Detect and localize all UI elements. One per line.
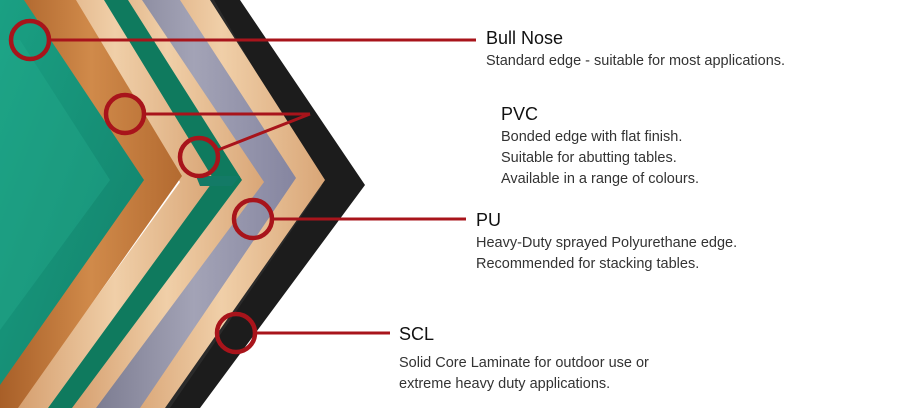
scl-description-line-1: Solid Core Laminate for outdoor use or	[399, 355, 649, 371]
pvc-leader-line-lower	[217, 112, 311, 152]
callout-lines	[50, 38, 476, 335]
scl-edge-marker-icon	[214, 311, 258, 355]
pvc-callout: PVC Bonded edge with flat finish. Suitab…	[501, 103, 699, 190]
pvc-description-line-2: Suitable for abutting tables.	[501, 150, 677, 166]
pu-description-line-1: Heavy-Duty sprayed Polyurethane edge.	[476, 235, 738, 251]
bull-nose-wood-layer	[0, 0, 182, 408]
bull-nose-title: Bull Nose	[486, 28, 564, 48]
green-laminate-top	[0, 0, 144, 385]
pvc-description-line-3: Available in a range of colours.	[501, 171, 700, 187]
pvc-title: PVC	[501, 104, 539, 124]
bull-nose-description: Standard edge - suitable for most applic…	[486, 53, 786, 69]
pu-description-line-2: Recommended for stacking tables.	[476, 256, 700, 272]
pvc-edge-marker-icon	[103, 92, 147, 136]
bull-nose-callout: Bull Nose Standard edge - suitable for m…	[486, 27, 785, 72]
scl-description-line-2: extreme heavy duty applications.	[399, 376, 611, 392]
beech-edge-layer-middle	[16, 0, 214, 408]
pu-title: PU	[476, 210, 502, 230]
green-laminate-highlight	[0, 40, 110, 330]
scl-title: SCL	[399, 324, 435, 344]
bull-nose-edge-marker-icon	[8, 18, 52, 62]
pvc-underside	[196, 176, 240, 186]
pu-edge-layer	[92, 0, 296, 408]
pu-edge-marker-icon	[231, 197, 275, 241]
beech-edge-layer-outer	[118, 0, 325, 408]
scl-callout: SCL Solid Core Laminate for outdoor use …	[399, 323, 649, 395]
scl-edge-layer	[160, 0, 365, 408]
pvc-green-edge-marker-icon	[177, 135, 221, 179]
pu-callout: PU Heavy-Duty sprayed Polyurethane edge.…	[476, 209, 737, 275]
pvc-green-edge-layer	[44, 0, 242, 408]
pvc-description-line-1: Bonded edge with flat finish.	[501, 129, 683, 145]
beech-edge-layer-inner	[70, 0, 264, 408]
